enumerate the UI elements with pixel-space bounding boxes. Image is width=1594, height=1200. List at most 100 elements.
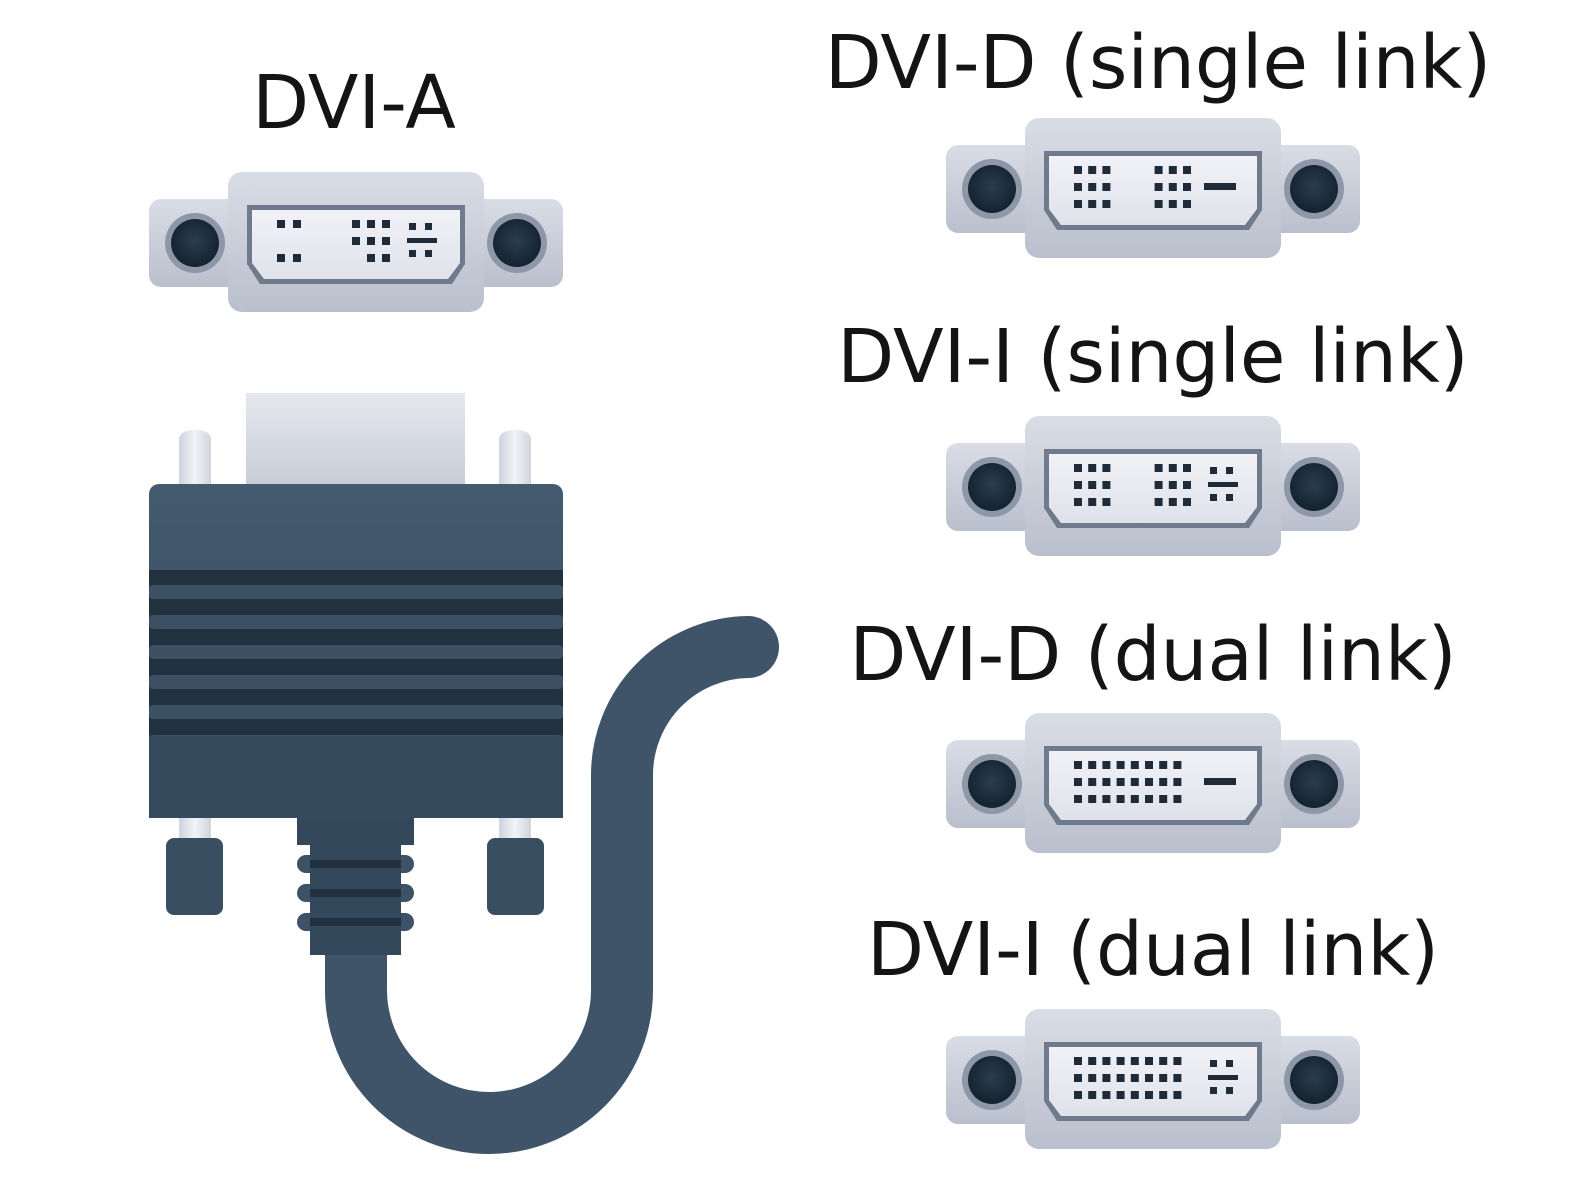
pin [1130,1057,1139,1065]
pin [1159,1057,1168,1065]
pin [1145,1091,1153,1099]
strain-relief [297,815,414,955]
pin [1074,498,1082,506]
dvi-d-single-connector [946,118,1360,258]
pin [1074,778,1082,786]
ground-blade [1208,482,1238,487]
ground-blade [407,238,437,243]
pin [1173,1074,1182,1082]
screw-hole-left-icon [968,1056,1016,1104]
pin [1102,481,1111,489]
pin [382,237,390,245]
pin [1145,1074,1153,1082]
pin [1088,795,1097,803]
analog-pin [409,250,416,257]
screw-hole-left-icon [968,760,1016,808]
pin [1102,778,1111,786]
pin [1183,498,1191,506]
dvi-i-dual-connector [946,1009,1360,1149]
pin [1154,464,1163,472]
pin [1168,498,1177,506]
screw-hole-right-icon [1290,760,1338,808]
pin [1074,166,1082,174]
dvi-d-single-label: DVI-D (single link) [825,20,1492,106]
pin [1074,1057,1082,1065]
pin [1159,1074,1168,1082]
port-face [1049,156,1257,225]
ground-blade [1204,183,1236,190]
screw-hole-left-icon [968,463,1016,511]
analog-pin [1210,1087,1217,1094]
pin [1088,778,1097,786]
pin [1074,200,1082,208]
pin [1130,778,1139,786]
port-face [1049,454,1257,523]
analog-pin [1210,1060,1217,1067]
analog-pin [425,250,432,257]
pin [1154,183,1163,191]
pin [1102,795,1111,803]
pin [1088,166,1097,174]
cable-plug-icon [149,393,779,1154]
pin [1088,498,1097,506]
pin [1154,498,1163,506]
pin-grid [1074,464,1238,506]
screw-studs-top [179,430,531,490]
dvi-i-single-label: DVI-I (single link) [837,314,1468,400]
analog-pin [425,223,432,230]
pin [1116,795,1125,803]
pin-grid [1074,1057,1238,1099]
screw-hole-right-icon [1290,1056,1338,1104]
dvi-a-connector [149,172,563,312]
pin [1088,183,1097,191]
pin [1074,1091,1082,1099]
pin [1159,795,1168,803]
dvi-a-label: DVI-A [252,60,456,146]
pin [367,220,375,228]
pin [1102,1091,1111,1099]
pin [382,254,390,262]
pin [1130,761,1139,769]
pin-grid [1074,761,1236,803]
analog-pin [1226,1087,1233,1094]
pin [352,237,360,245]
pin [1074,464,1082,472]
pin [293,220,301,228]
pin [1168,464,1177,472]
pin [1088,481,1097,489]
pin [1173,778,1182,786]
pin [1074,1074,1082,1082]
grip-rib [149,675,563,689]
pin [1088,1074,1097,1082]
pin [1074,795,1082,803]
pin [1088,1091,1097,1099]
plug-body-lower [149,736,563,818]
ground-blade [1208,1075,1238,1080]
pin [1183,183,1191,191]
pin [1145,778,1153,786]
pin [1145,1057,1153,1065]
labels: DVI-A DVI-D (single link) DVI-I (single … [252,20,1491,993]
pin [1154,166,1163,174]
pin [1088,1057,1097,1065]
analog-pin [1226,467,1233,474]
screw-hole-right-icon [1290,463,1338,511]
pin [367,237,375,245]
pin [1102,464,1111,472]
pin [1074,761,1082,769]
pin [1183,464,1191,472]
pin [1183,200,1191,208]
pin [1168,166,1177,174]
pin [367,254,375,262]
dvi-i-dual-label: DVI-I (dual link) [867,907,1439,993]
pin [1102,200,1111,208]
analog-pin [1210,467,1217,474]
pin [1154,200,1163,208]
pin [1116,1057,1125,1065]
pin [1173,761,1182,769]
pin [1145,795,1153,803]
pin [1130,1091,1139,1099]
pin [1088,464,1097,472]
pin [1102,498,1111,506]
pin [1116,1091,1125,1099]
